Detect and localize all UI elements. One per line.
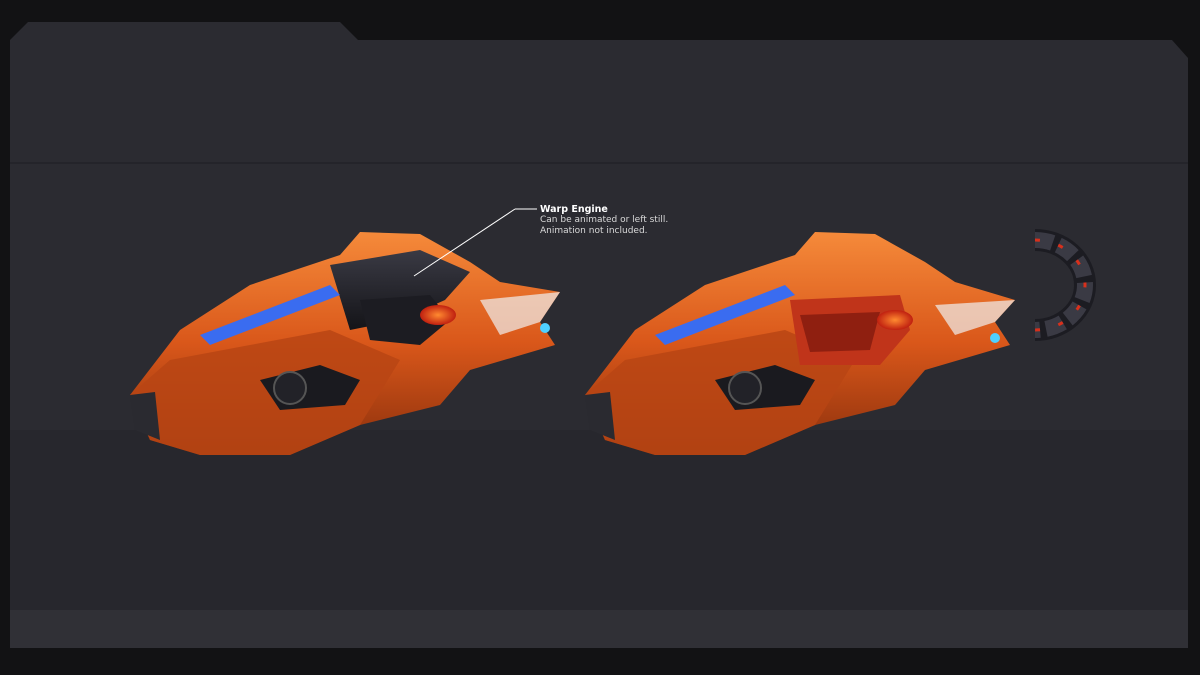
callout-leader-line: [413, 208, 537, 277]
warp-engine-ring: [1034, 229, 1096, 341]
background-panel: [10, 22, 1188, 648]
spaceship-model-right: [585, 232, 1015, 455]
warp-engine-callout: Warp Engine Can be animated or left stil…: [540, 204, 668, 237]
callout-line: Animation not included.: [540, 226, 648, 236]
spaceship-model-left: [130, 232, 560, 455]
callout-title: Warp Engine: [540, 204, 608, 215]
callout-line: Can be animated or left still.: [540, 215, 669, 225]
